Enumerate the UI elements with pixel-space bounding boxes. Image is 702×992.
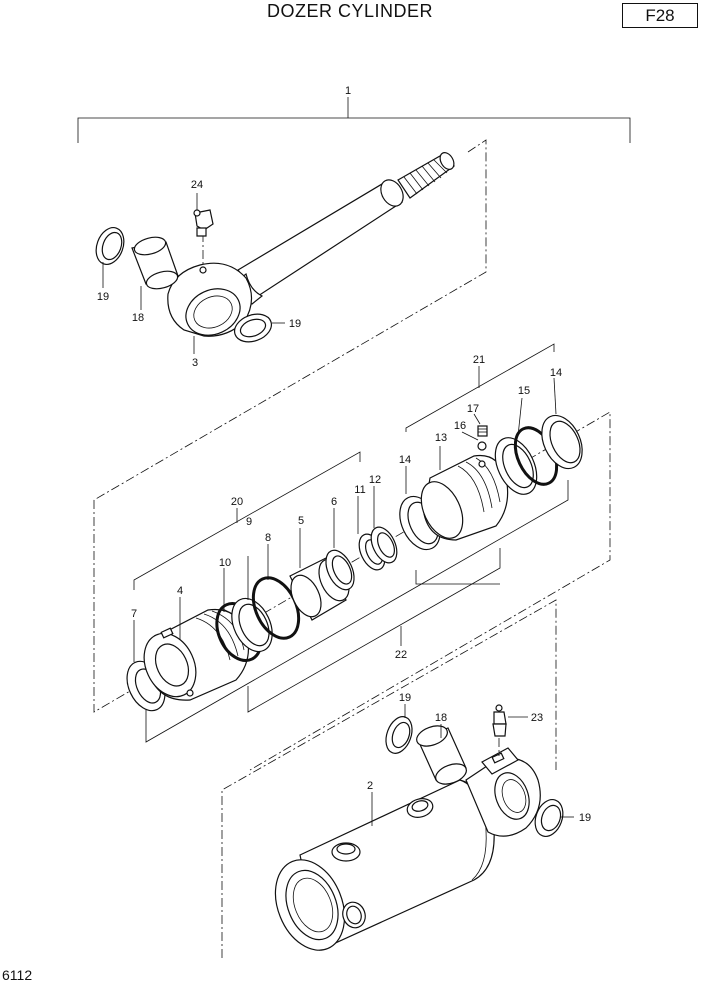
set-screw-16 — [477, 425, 488, 437]
callout-7: 7 — [131, 608, 137, 620]
callout-8: 8 — [265, 532, 271, 544]
diagram-title: DOZER CYLINDER — [266, 1, 434, 21]
callout-11: 11 — [354, 484, 365, 496]
callout-5: 5 — [298, 515, 304, 527]
cylinder-tube-2 — [274, 779, 495, 951]
callout-19-d: 19 — [579, 812, 591, 824]
piston-13 — [420, 454, 509, 541]
callout-22: 22 — [395, 649, 407, 661]
callout-4: 4 — [177, 585, 183, 597]
rod-cover-4 — [143, 607, 251, 701]
callout-24: 24 — [191, 179, 203, 191]
piston-seal-15 — [494, 437, 538, 495]
callout-20: 20 — [231, 496, 243, 508]
page-code-box: F28 — [622, 3, 698, 28]
callout-18-a: 18 — [132, 312, 144, 324]
callout-1: 1 — [345, 85, 351, 97]
grease-nipple-24 — [193, 209, 214, 267]
assembly-bracket-1 — [77, 97, 631, 143]
callout-15: 15 — [518, 385, 530, 397]
dust-seal-19-bottom-right — [534, 799, 564, 837]
seal-kit-outline — [93, 411, 611, 771]
rod-thread — [397, 152, 456, 199]
callout-16: 16 — [454, 420, 466, 432]
grease-nipple-23 — [492, 704, 507, 756]
callout-17: 17 — [467, 403, 479, 415]
bracket-20 — [133, 451, 361, 590]
bracket-21 — [405, 343, 555, 432]
callout-10: 10 — [219, 557, 231, 569]
backup-ring-9 — [231, 597, 273, 653]
callout-14-b: 14 — [550, 367, 562, 379]
callout-19-b: 19 — [289, 318, 301, 330]
callout-21: 21 — [473, 354, 485, 366]
tube-eye — [465, 747, 541, 837]
callout-19-c: 19 — [399, 692, 411, 704]
callout-6: 6 — [331, 496, 337, 508]
callout-18-b: 18 — [435, 712, 447, 724]
callout-2: 2 — [367, 780, 373, 792]
callout-12: 12 — [369, 474, 381, 486]
rod-eye-3 — [167, 262, 253, 337]
rod-group-outline — [93, 139, 487, 501]
dust-seal-19-bottom-left — [385, 716, 413, 754]
bracket-22 — [145, 480, 569, 743]
wear-ring-14-right — [541, 414, 583, 470]
bushing-18-bottom — [416, 725, 467, 785]
buffer-ring-12 — [370, 526, 398, 564]
rod-seal-6 — [325, 549, 355, 591]
document-number: 6112 — [2, 967, 33, 983]
bushing-18-top — [131, 236, 179, 290]
steel-ball-17 — [477, 441, 487, 451]
dust-seal-19-top-right — [234, 313, 272, 343]
callout-13: 13 — [435, 432, 447, 444]
callout-23: 23 — [531, 712, 543, 724]
callout-14-a: 14 — [399, 454, 411, 466]
dust-seal-19-top-left — [95, 227, 125, 265]
tube-group-outline — [221, 599, 557, 958]
callout-19-a: 19 — [97, 291, 109, 303]
piston-rod — [235, 179, 404, 305]
callout-9: 9 — [246, 516, 252, 528]
callout-3: 3 — [192, 357, 198, 369]
